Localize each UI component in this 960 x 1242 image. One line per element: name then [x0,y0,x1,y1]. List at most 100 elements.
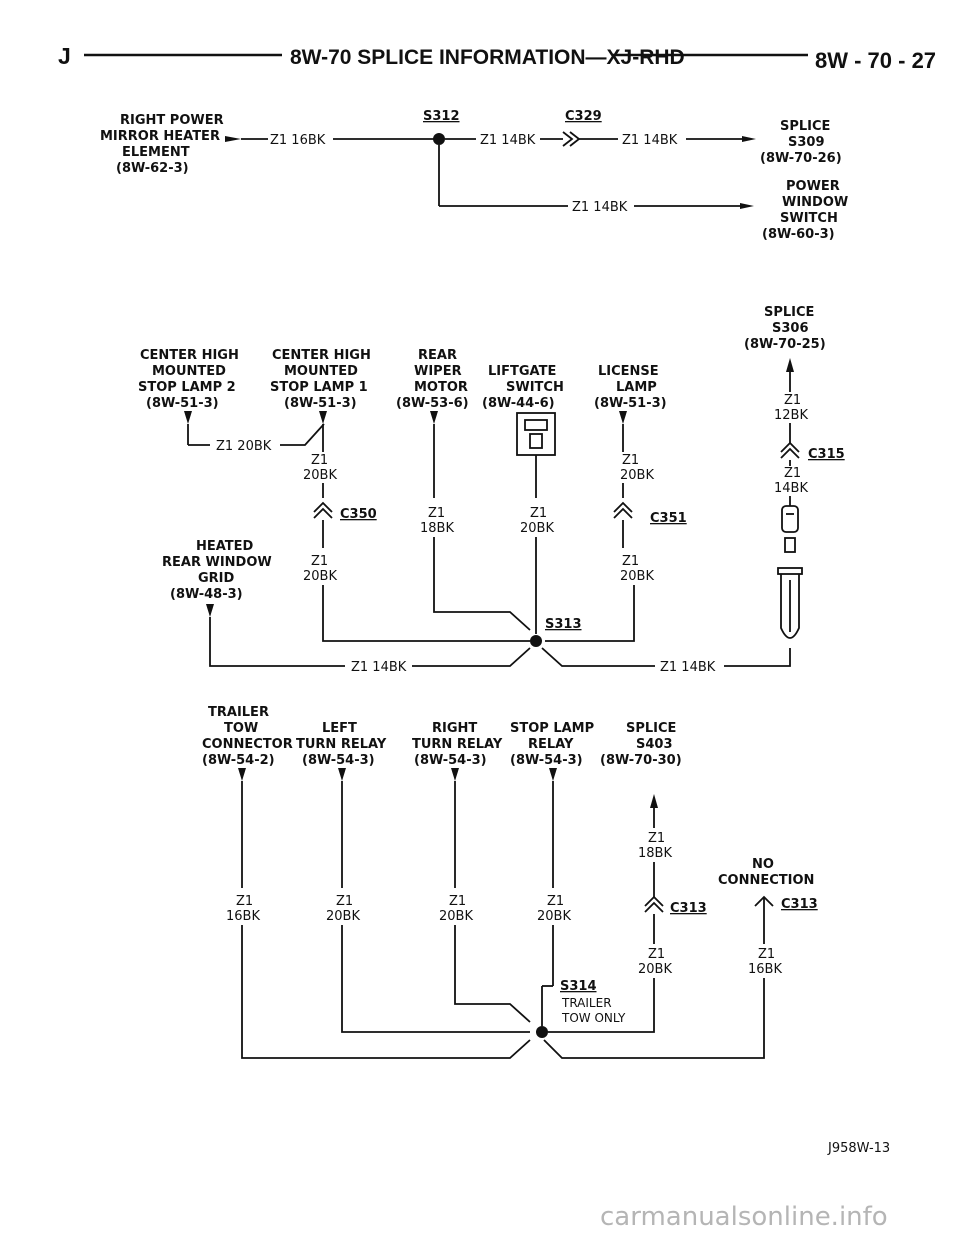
wire-label: Z1 [236,894,253,909]
splice-dot-icon [536,1026,548,1038]
connector-c351-label: C351 [650,511,687,526]
wire-label: Z1 14BK [480,133,536,148]
wire-label: 20BK [620,468,654,483]
wire [543,978,765,1059]
wire-label: Z1 [622,554,639,569]
header-title: 8W-70 SPLICE INFORMATION—XJ-RHD [290,46,685,69]
wire-label: Z1 14BK [660,660,716,675]
license-lamp-label: LICENSE LAMP (8W-51-3) [594,364,667,411]
wire-label: 20BK [638,962,672,977]
splice-dot-icon [530,635,542,647]
splice-s313-label: S313 [545,617,582,632]
liftgate-switch-label: LIFTGATE SWITCH (8W-44-6) [482,364,568,411]
splice-s314-label: S314 [560,979,597,994]
wire [209,617,345,667]
wire-label: 18BK [638,846,672,861]
wire [412,647,531,667]
wire-label: 20BK [537,909,571,924]
page-header: J 8W-70 SPLICE INFORMATION—XJ-RHD 8W - 7… [58,43,936,73]
wire-label: 20BK [439,909,473,924]
arrow-head-icon [206,604,214,617]
wire-label: Z1 14BK [351,660,407,675]
arrow-head-icon [338,768,346,781]
power-window-switch-label: POWER WINDOW SWITCH (8W-60-3) [762,179,853,242]
wire-label: 20BK [620,569,654,584]
wire-label: Z1 [428,506,445,521]
mirror-heater-label: RIGHT POWER MIRROR HEATER ELEMENT (8W-62… [100,113,228,176]
wire [541,647,655,667]
arrow-head-icon [786,358,794,372]
wire-label: Z1 20BK [216,439,272,454]
splice-dot-icon [433,133,445,145]
header-section-letter: J [58,43,71,69]
connector-c315-label: C315 [808,447,845,462]
splice-s306-label: SPLICE S306 (8W-70-25) [744,305,826,352]
connector-icon [644,895,664,913]
wire-label: Z1 14BK [622,133,678,148]
wire-label: Z1 [547,894,564,909]
splice-s312-label: S312 [423,109,460,124]
chmsl1-label: CENTER HIGH MOUNTED STOP LAMP 1 (8W-51-3… [270,348,375,411]
wire-label: 20BK [303,468,337,483]
wire [322,585,530,642]
connector-icon [613,501,633,519]
watermark: carmanualsonline.info [600,1202,888,1232]
wire-label: 16BK [748,962,782,977]
no-connection-label: NO CONNECTION [718,857,814,888]
wire-label: 12BK [774,408,808,423]
arrow-head-icon [742,136,756,142]
rear-wiper-motor-label: REAR WIPER MOTOR (8W-53-6) [396,348,472,411]
connector-c350-label: C350 [340,507,377,522]
heated-grid-label: HEATED REAR WINDOW GRID (8W-48-3) [162,539,276,602]
arrow-head-icon [740,203,754,209]
wire-label: Z1 [622,453,639,468]
arrow-head-icon [650,794,658,808]
wire-label: Z1 [311,554,328,569]
wire-label: 14BK [774,481,808,496]
connector-c329-label: C329 [565,109,602,124]
splice-s403-label: SPLICE S403 (8W-70-30) [600,721,682,768]
wire-label: Z1 [784,393,801,408]
wire-label: Z1 [648,947,665,962]
wire-label: Z1 [336,894,353,909]
arrow-head-icon [430,411,438,424]
stop-lamp-relay-label: STOP LAMP RELAY (8W-54-3) [510,721,599,768]
wire-label: 16BK [226,909,260,924]
wire-label: Z1 [449,894,466,909]
chmsl2-label: CENTER HIGH MOUNTED STOP LAMP 2 (8W-51-3… [138,348,243,411]
wire-label: 18BK [420,521,454,536]
arrow-head-icon [184,411,192,424]
arrow-head-icon [319,411,327,424]
trailer-tow-only-note: TRAILER TOW ONLY [561,996,626,1025]
wire-label: Z1 [530,506,547,521]
s312-diagram: RIGHT POWER MIRROR HEATER ELEMENT (8W-62… [100,109,853,242]
figure-id: J958W-13 [827,1141,890,1156]
liftgate-switch-icon [516,412,556,456]
wire-label: Z1 [758,947,775,962]
connector-c313-label: C313 [670,901,707,916]
arrow-head-icon [225,136,241,142]
wire-label: 20BK [303,569,337,584]
arrow-head-icon [619,411,627,424]
wire-label: Z1 [311,453,328,468]
wire-label: Z1 16BK [270,133,326,148]
wire [724,648,791,667]
inline-connector-icon [781,505,799,553]
wire [241,925,531,1059]
s313-diagram: SPLICE S306 (8W-70-25) CENTER HIGH MOUNT… [138,305,845,675]
wire [341,925,530,1033]
wire [548,978,655,1033]
wire [454,925,531,1023]
arrow-head-icon [238,768,246,781]
wire-label: Z1 [648,831,665,846]
connector-icon [780,441,800,459]
arrow-head-icon [549,768,557,781]
arrow-head-icon [451,768,459,781]
header-page-number: 8W - 70 - 27 [815,48,936,73]
left-turn-relay-label: LEFT TURN RELAY (8W-54-3) [296,721,391,768]
connector-icon [313,501,333,519]
wire [545,585,635,642]
wire-label: Z1 [784,466,801,481]
wire-label: 20BK [520,521,554,536]
